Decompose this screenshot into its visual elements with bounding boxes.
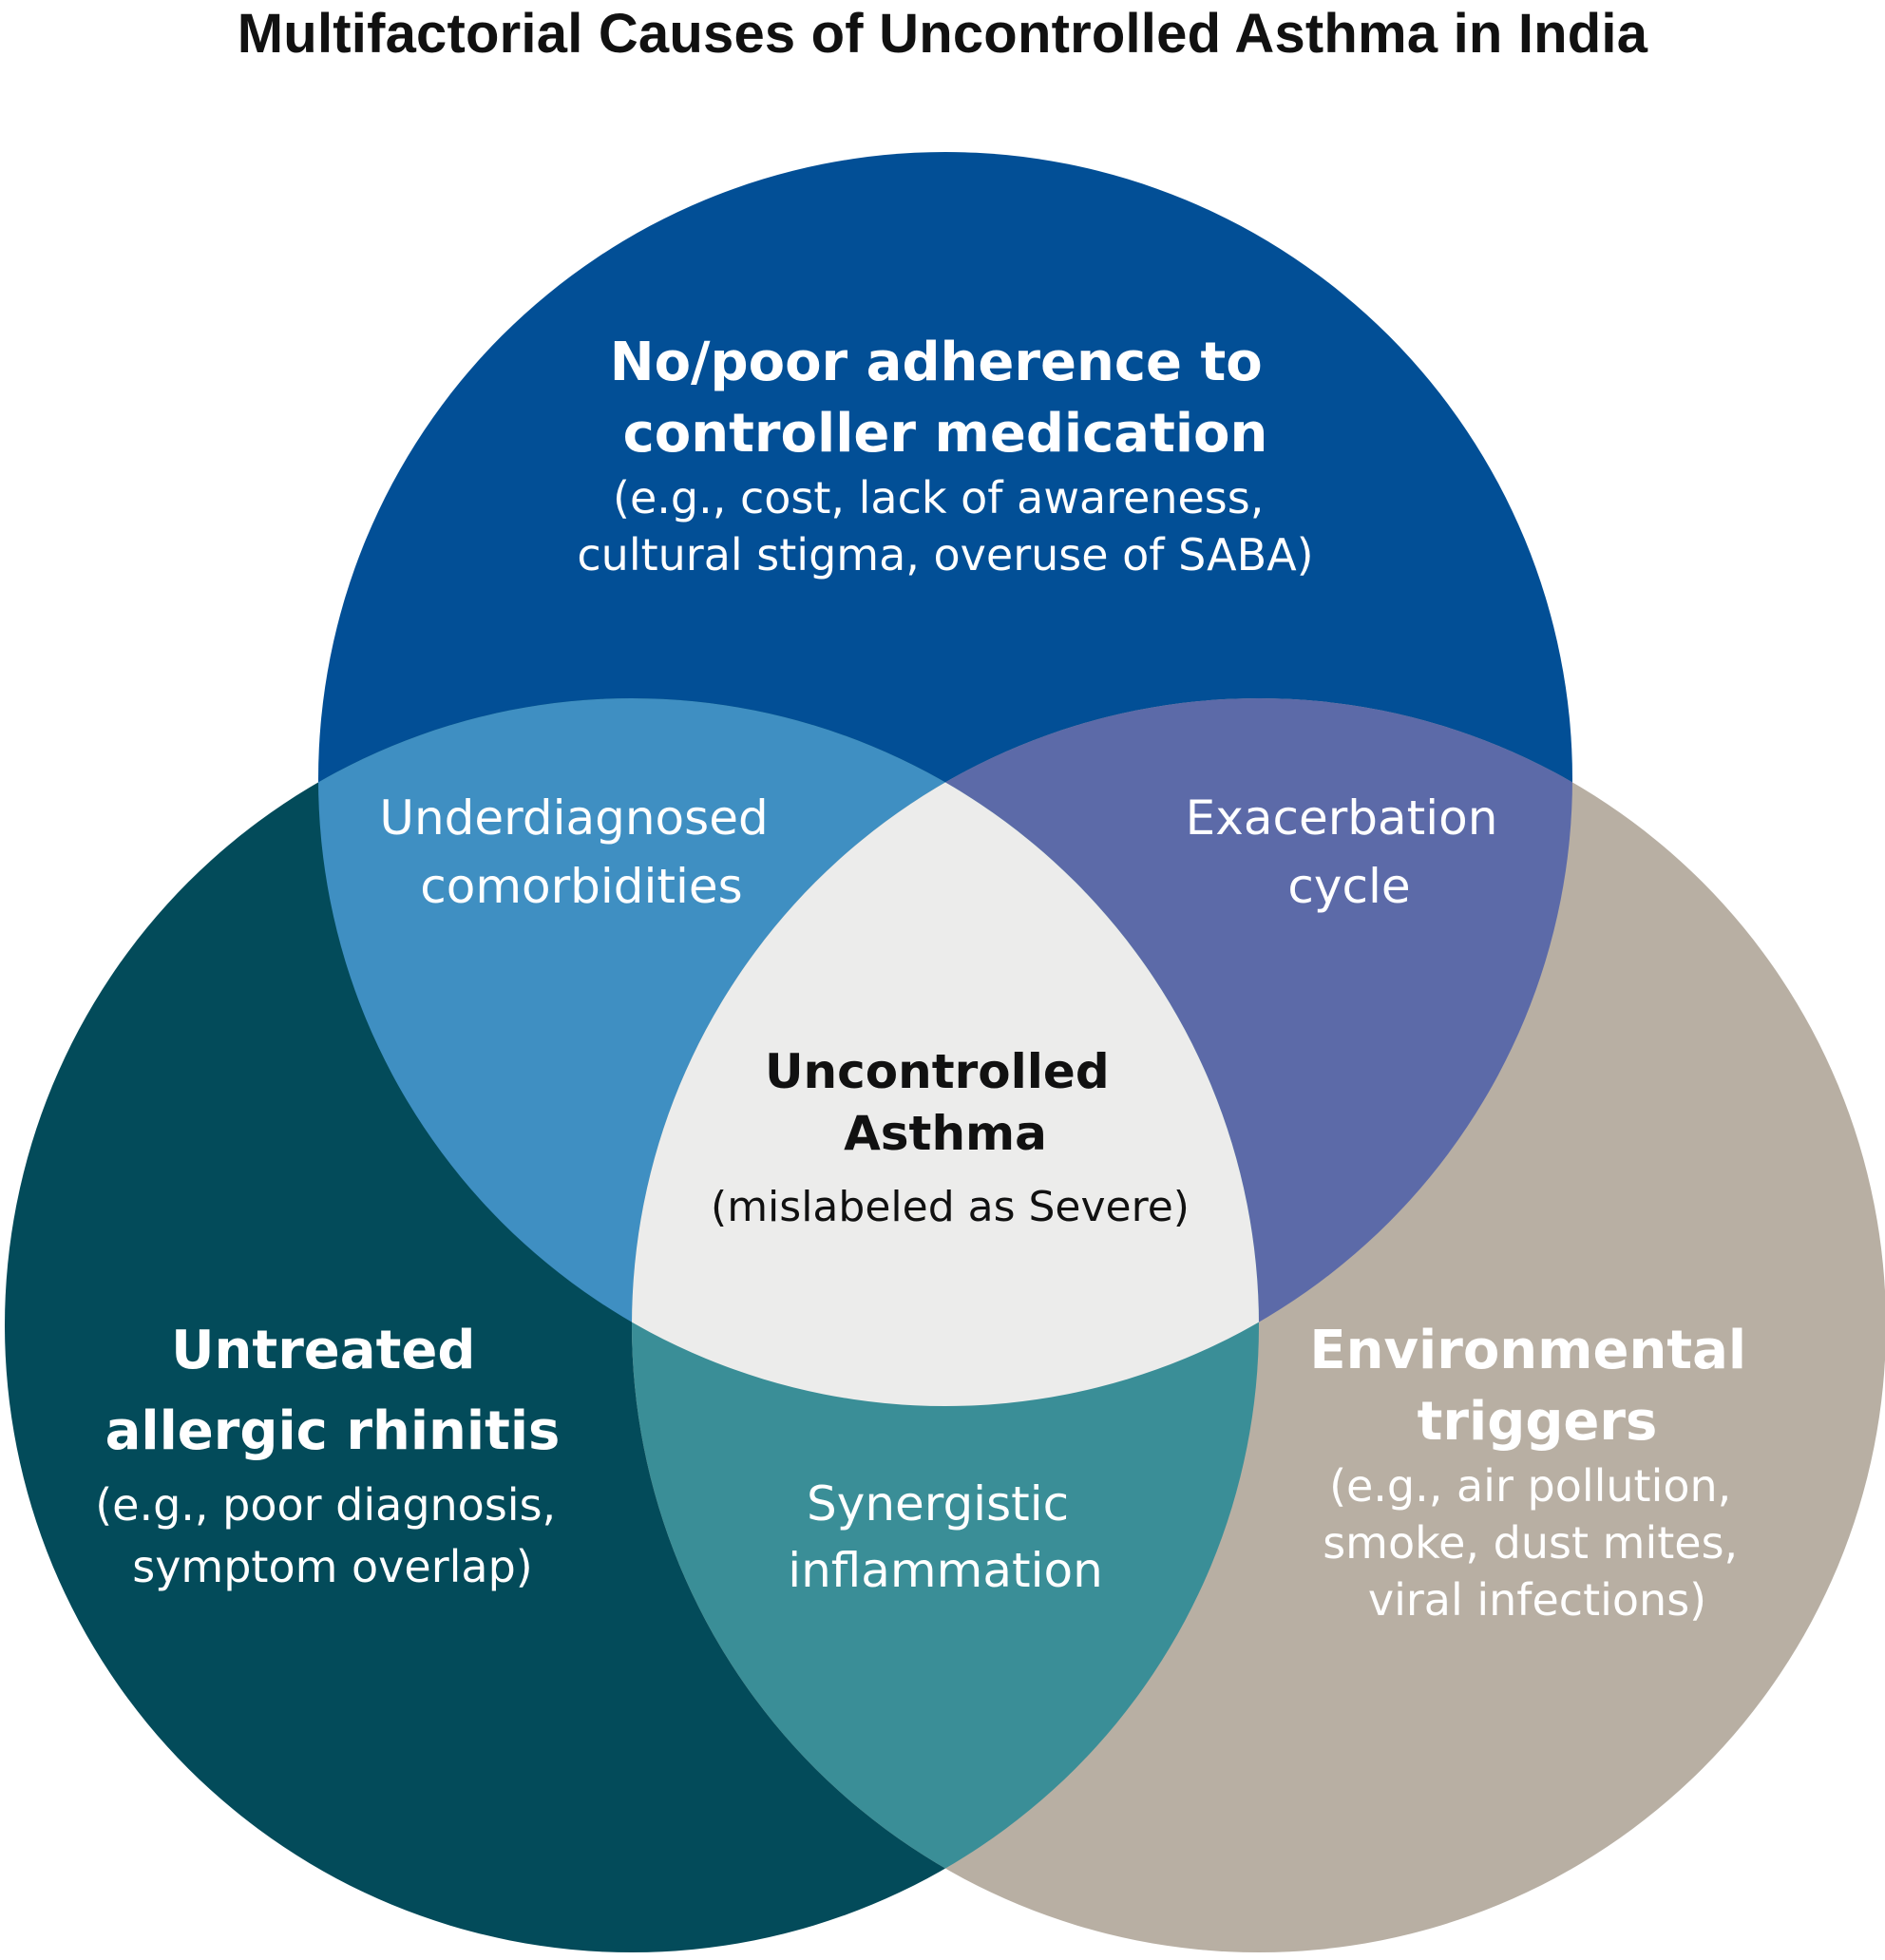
overlap-top-right-label: Exacerbation cycle	[1186, 790, 1514, 914]
overlap-left-right-label: Synergistic inflammation	[788, 1476, 1103, 1598]
diagram-title: Multifactorial Causes of Uncontrolled As…	[237, 3, 1648, 65]
top-heading: No/poor adherence to controller medicati…	[610, 332, 1282, 465]
left-heading: Untreated allergic rhinitis	[105, 1320, 561, 1462]
overlap-top-left-label: Underdiagnosed comorbidities	[379, 790, 783, 914]
top-detail: (e.g., cost, lack of awareness, cultural…	[577, 472, 1313, 580]
center-detail: (mislabeled as Severe)	[711, 1183, 1190, 1231]
center-heading: Uncontrolled Asthma	[765, 1044, 1126, 1161]
right-detail: (e.g., air pollution, smoke, dust mites,…	[1323, 1460, 1752, 1626]
right-heading: Environmental triggers	[1309, 1320, 1764, 1453]
center-region	[632, 698, 1259, 1406]
left-detail: (e.g., poor diagnosis, symptom overlap)	[95, 1479, 570, 1592]
